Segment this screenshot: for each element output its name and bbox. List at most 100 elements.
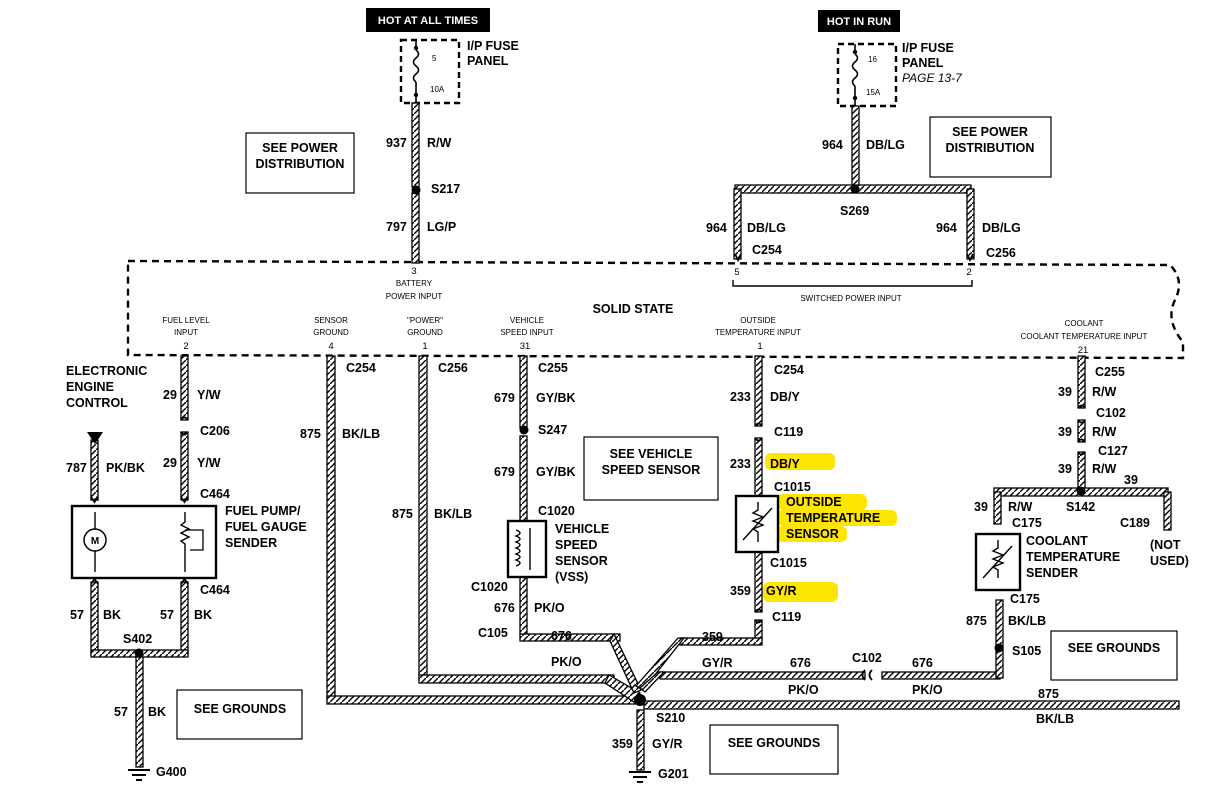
wire-39a-color: R/W: [1092, 385, 1117, 399]
wire-676a-color: PK/O: [534, 601, 565, 615]
splice-s247: S247: [538, 423, 567, 437]
connector-c254-outside: C254: [774, 363, 804, 377]
see-power-left-box: [245, 132, 355, 194]
vss-label-2: SPEED: [555, 538, 597, 552]
outside-temp-label-1: OUTSIDE: [740, 316, 776, 325]
wire-787-number: 787: [66, 461, 87, 475]
pin-1-outside: 1: [757, 341, 762, 352]
connector-c175-bottom: C175: [1010, 592, 1040, 606]
wire-233a-number: 233: [730, 390, 751, 404]
wire-359b-color: GY/R: [702, 656, 733, 670]
connector-c119-top: C119: [774, 425, 803, 439]
wire-359a-number: 359: [730, 584, 751, 598]
ots-label-1: OUTSIDE: [786, 495, 842, 509]
solid-state-module: [126, 259, 1185, 360]
splice-s105: S105: [1012, 644, 1041, 658]
see-grounds-left-box: [176, 689, 303, 740]
fuse-right-icon: [851, 53, 859, 87]
connector-c206: C206: [200, 424, 230, 438]
wire-233b-number: 233: [730, 457, 751, 471]
wire-29b-color: Y/W: [197, 456, 221, 470]
connector-c1015-top: C1015: [774, 480, 811, 494]
wire-679a-number: 679: [494, 391, 515, 405]
wire-875b-number: 875: [392, 507, 413, 521]
wire-676c-number: 676: [790, 656, 811, 670]
splice-s269: S269: [840, 204, 869, 218]
fuel-sender-label-2: FUEL GAUGE: [225, 520, 307, 534]
wire-797-number: 797: [386, 220, 407, 234]
battery-label-2: POWER INPUT: [386, 292, 443, 301]
coolant-temp-sender-component: [974, 532, 1022, 592]
wire-39d-color: R/W: [1008, 500, 1033, 514]
connector-c102-top: C102: [1096, 406, 1126, 420]
pin-31: 31: [520, 341, 531, 352]
fuse-right-label-1: I/P FUSE: [902, 41, 954, 55]
pin-21: 21: [1078, 345, 1089, 356]
wire-39c-color: R/W: [1092, 462, 1117, 476]
connector-c254-top: C254: [752, 243, 782, 257]
wire-676d-color: PK/O: [912, 683, 943, 697]
wire-359c-color: GY/R: [652, 737, 683, 751]
wire-875b-color: BK/LB: [434, 507, 472, 521]
pin-5: 5: [734, 267, 739, 278]
wire-797-color: LG/P: [427, 220, 456, 234]
vss-label-1: VEHICLE: [555, 522, 609, 536]
fuse-right-page-ref: PAGE 13-7: [902, 71, 963, 85]
see-vss-1: SEE VEHICLE: [610, 447, 693, 461]
coil-icon: [514, 529, 521, 567]
wire-964c-number: 964: [936, 221, 957, 235]
pin-2: 2: [183, 341, 188, 352]
wire-359c-number: 359: [612, 737, 633, 751]
pin-1-power: 1: [422, 341, 427, 352]
vehicle-speed-label-2: SPEED INPUT: [500, 328, 553, 337]
wire-29a-color: Y/W: [197, 388, 221, 402]
not-used-label-1: (NOT: [1150, 538, 1181, 552]
connector-c1020-bottom: C1020: [471, 580, 508, 594]
ground-g201: G201: [658, 767, 689, 781]
see-power-right-1: SEE POWER: [952, 125, 1028, 139]
eec-label-3: CONTROL: [66, 396, 128, 410]
wire-676c-color: PK/O: [788, 683, 819, 697]
splice-dots: [134, 184, 1086, 706]
see-vss-box: [583, 436, 719, 501]
wire-964b-number: 964: [706, 221, 727, 235]
fuse-panel-left: [399, 38, 461, 105]
wire-359b-number: 359: [702, 630, 723, 644]
motor-label: M: [91, 536, 99, 547]
hot-at-all-times-label: HOT AT ALL TIMES: [378, 15, 478, 27]
connector-c127: C127: [1098, 444, 1128, 458]
cts-label-2: TEMPERATURE: [1026, 550, 1120, 564]
module-name: SOLID STATE: [593, 302, 674, 316]
resistor-icon: [179, 512, 191, 572]
vss-label-4: (VSS): [555, 570, 588, 584]
thermistor-icon-2: [991, 540, 1005, 578]
wire-964b-color: DB/LG: [747, 221, 786, 235]
wire-57a-number: 57: [70, 608, 84, 622]
wire-937-color: R/W: [427, 136, 452, 150]
wire-787-color: PK/BK: [106, 461, 145, 475]
splice-s210: S210: [656, 711, 685, 725]
connector-c189: C189: [1120, 516, 1150, 530]
switched-power-label: SWITCHED POWER INPUT: [800, 294, 901, 303]
wire-57b-color: BK: [194, 608, 212, 622]
connector-c102-bottom: C102: [852, 651, 882, 665]
see-power-left-1: SEE POWER: [262, 141, 338, 155]
fuse-left-icon: [412, 49, 420, 83]
wire-964a-number: 964: [822, 138, 843, 152]
connector-c119-bottom: C119: [772, 610, 801, 624]
wire-39c-number: 39: [1058, 462, 1072, 476]
sensor-ground-label-1: SENSOR: [314, 316, 348, 325]
wire-29b-number: 29: [163, 456, 177, 470]
see-grounds-left: SEE GROUNDS: [194, 702, 286, 716]
splice-s142: S142: [1066, 500, 1095, 514]
wire-964c-color: DB/LG: [982, 221, 1021, 235]
wire-875c-number: 875: [1038, 687, 1059, 701]
ground-icon-g400: [128, 769, 150, 781]
ground-icon-g201: [629, 771, 651, 783]
wire-29a-number: 29: [163, 388, 177, 402]
see-grounds-center: SEE GROUNDS: [728, 736, 820, 750]
connector-c175-top: C175: [1012, 516, 1042, 530]
thermistor-icon: [751, 502, 765, 542]
connector-c256-top: C256: [986, 246, 1016, 260]
